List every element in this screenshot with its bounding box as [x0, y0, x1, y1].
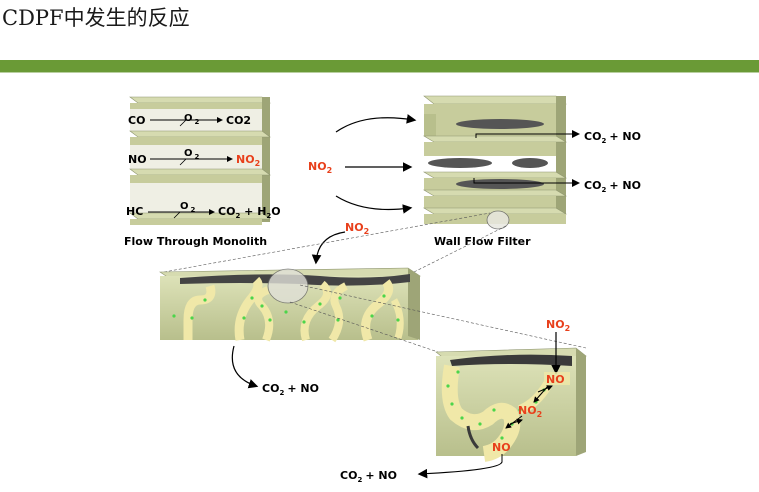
title-divider-line: [0, 72, 759, 73]
monolith-row3-right: CO2 + H2O: [218, 205, 281, 220]
wall-flow-filter: [422, 95, 568, 230]
wall-flow-caption: Wall Flow Filter: [434, 235, 531, 248]
no2-wall-label: NO2: [345, 221, 369, 236]
flow-arrow-bottom: [335, 195, 413, 214]
wall-zoom-output: CO2+ NO: [262, 382, 319, 397]
flow-arrow-top: [335, 114, 417, 133]
filter-output-1: CO2+ NO: [584, 130, 641, 145]
pore-output: CO2+ NO: [340, 469, 397, 484]
monolith-caption: Flow Through Monolith: [124, 235, 267, 248]
flow-through-monolith: [129, 96, 271, 225]
pore-no-2: NO: [492, 441, 511, 454]
filter-zoom-circle: [486, 210, 510, 230]
wall-zoom-circle: [267, 268, 309, 304]
monolith-row2-right: NO2: [236, 153, 260, 168]
monolith-row1-right: CO2: [226, 114, 251, 127]
title-divider-bar: [0, 60, 759, 72]
pore-no-1: NO: [546, 373, 565, 386]
monolith-row1-left: CO: [128, 114, 145, 127]
page-title: CDPF中发生的反应: [2, 6, 190, 30]
monolith-row3-left: HC: [126, 205, 143, 218]
pore-no2-mid: NO2: [518, 404, 542, 419]
filter-output-2: CO2+ NO: [584, 179, 641, 194]
pore-no2-in: NO2: [546, 318, 570, 333]
pore-zoom-block: [435, 347, 587, 462]
no2-input-label: NO2: [308, 160, 332, 175]
wall-zoom-slab: [159, 267, 421, 343]
monolith-row2-left: NO: [128, 153, 147, 166]
